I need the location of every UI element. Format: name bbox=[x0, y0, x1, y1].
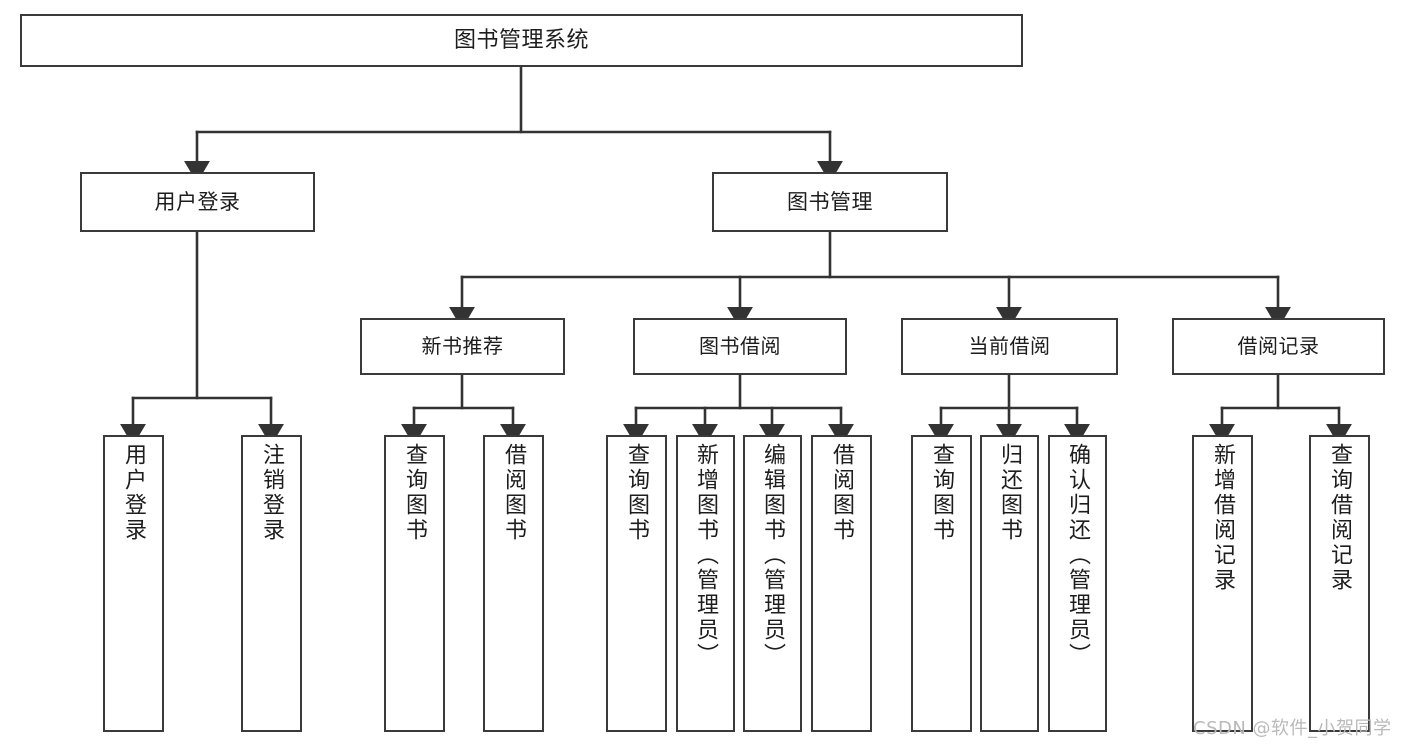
node-label: 借阅记录 bbox=[1237, 333, 1320, 358]
leaf-borrow-add-book-admin[interactable]: 新增图书（管理员） bbox=[676, 435, 735, 732]
leaf-recommend-borrow-book[interactable]: 借阅图书 bbox=[483, 435, 544, 732]
node-label: 借阅图书 bbox=[501, 443, 527, 543]
node-label: 图书借阅 bbox=[699, 333, 781, 358]
node-label: 编辑图书（管理员） bbox=[760, 443, 786, 668]
node-label: 查询借阅记录 bbox=[1327, 443, 1353, 593]
leaf-user-login-login[interactable]: 用户登录 bbox=[103, 435, 164, 732]
leaf-current-query-book[interactable]: 查询图书 bbox=[911, 435, 972, 732]
csdn-watermark: CSDN @软件_小贺同学 bbox=[1193, 718, 1392, 739]
node-label: 注销登录 bbox=[259, 443, 285, 543]
leaf-recommend-query-book[interactable]: 查询图书 bbox=[384, 435, 445, 732]
node-root-system[interactable]: 图书管理系统 bbox=[20, 14, 1023, 67]
node-borrow-record[interactable]: 借阅记录 bbox=[1172, 318, 1385, 375]
node-book-borrow[interactable]: 图书借阅 bbox=[633, 318, 847, 375]
node-label: 用户登录 bbox=[154, 189, 241, 214]
node-user-login[interactable]: 用户登录 bbox=[80, 172, 315, 232]
node-label: 用户登录 bbox=[121, 443, 147, 543]
node-label: 新书推荐 bbox=[421, 333, 504, 358]
node-label: 借阅图书 bbox=[829, 443, 855, 543]
node-new-book-recommend[interactable]: 新书推荐 bbox=[360, 318, 565, 375]
leaf-user-login-logout[interactable]: 注销登录 bbox=[241, 435, 302, 732]
node-label: 查询图书 bbox=[929, 443, 955, 543]
node-label: 归还图书 bbox=[997, 443, 1023, 543]
node-current-borrow[interactable]: 当前借阅 bbox=[901, 318, 1118, 375]
leaf-current-confirm-return-admin[interactable]: 确认归还（管理员） bbox=[1048, 435, 1107, 732]
node-label: 图书管理系统 bbox=[453, 27, 589, 53]
leaf-record-add-record[interactable]: 新增借阅记录 bbox=[1192, 435, 1253, 732]
node-label: 新增图书（管理员） bbox=[693, 443, 719, 668]
leaf-borrow-borrow-book[interactable]: 借阅图书 bbox=[811, 435, 872, 732]
leaf-record-query-record[interactable]: 查询借阅记录 bbox=[1309, 435, 1370, 732]
node-label: 图书管理 bbox=[787, 189, 873, 214]
node-label: 新增借阅记录 bbox=[1210, 443, 1236, 593]
node-label: 确认归还（管理员） bbox=[1065, 443, 1091, 668]
leaf-current-return-book[interactable]: 归还图书 bbox=[980, 435, 1039, 732]
node-book-management[interactable]: 图书管理 bbox=[712, 172, 948, 232]
leaf-borrow-edit-book-admin[interactable]: 编辑图书（管理员） bbox=[743, 435, 802, 732]
leaf-borrow-query-book[interactable]: 查询图书 bbox=[606, 435, 667, 732]
node-label: 查询图书 bbox=[624, 443, 650, 543]
node-label: 查询图书 bbox=[402, 443, 428, 543]
node-label: 当前借阅 bbox=[968, 333, 1051, 358]
